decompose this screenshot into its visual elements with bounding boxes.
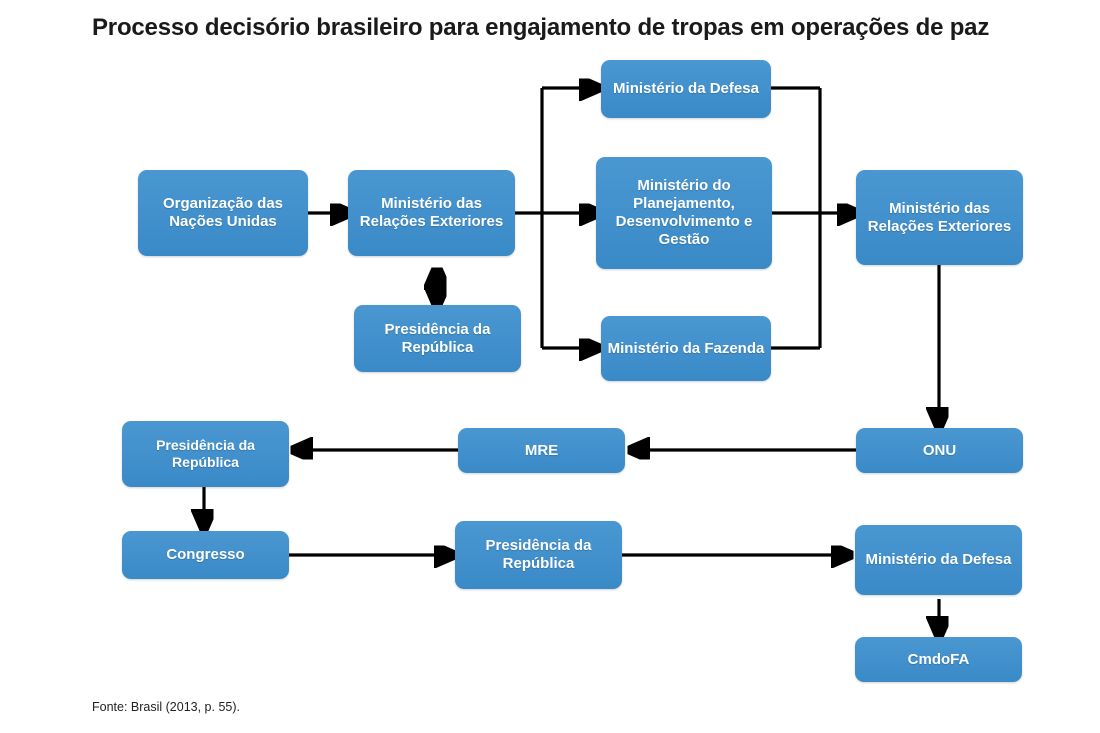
node-label: Organização das Nações Unidas xyxy=(162,195,284,230)
node-ministerio-relacoes-exteriores-1[interactable]: Ministério das Relações Exteriores xyxy=(348,170,515,256)
node-presidencia-republica-row2[interactable]: Presidência da República xyxy=(122,421,289,487)
node-mre-abbrev[interactable]: MRE xyxy=(458,428,625,473)
node-label: Ministério das Relações Exteriores xyxy=(867,199,1012,235)
node-onu-return[interactable]: ONU xyxy=(856,428,1023,473)
node-organizacao-nacoes-unidas[interactable]: Organização das Nações Unidas xyxy=(138,170,308,256)
node-label: ONU xyxy=(922,441,957,459)
node-presidencia-republica-row3[interactable]: Presidência da República xyxy=(455,521,622,589)
node-ministerio-relacoes-exteriores-2[interactable]: Ministério das Relações Exteriores xyxy=(856,170,1023,265)
node-label: Ministério da Fazenda xyxy=(607,339,765,357)
node-label: Ministério das Relações Exteriores xyxy=(359,195,504,230)
node-label: Presidência da República xyxy=(384,320,491,356)
node-label: CmdoFA xyxy=(907,650,970,668)
node-label: Ministério do Planejamento, Desenvolvime… xyxy=(615,177,753,248)
node-ministerio-defesa-top[interactable]: Ministério da Defesa xyxy=(601,60,771,118)
node-label: Presidência da República xyxy=(156,437,255,470)
node-ministerio-defesa-bottom[interactable]: Ministério da Defesa xyxy=(855,525,1022,595)
node-presidencia-republica-top[interactable]: Presidência da República xyxy=(354,305,521,372)
page-title: Processo decisório brasileiro para engaj… xyxy=(92,14,990,41)
source-caption: Fonte: Brasil (2013, p. 55). xyxy=(92,700,240,714)
node-label: Congresso xyxy=(166,546,245,563)
node-label: Ministério da Defesa xyxy=(613,80,759,97)
node-label: MRE xyxy=(524,441,559,459)
node-label: Presidência da República xyxy=(485,537,592,572)
node-cmdofa[interactable]: CmdoFA xyxy=(855,637,1022,682)
node-label: Ministério da Defesa xyxy=(865,551,1012,568)
node-ministerio-fazenda[interactable]: Ministério da Fazenda xyxy=(601,316,771,381)
node-congresso[interactable]: Congresso xyxy=(122,531,289,579)
node-ministerio-planejamento[interactable]: Ministério do Planejamento, Desenvolvime… xyxy=(596,157,772,269)
